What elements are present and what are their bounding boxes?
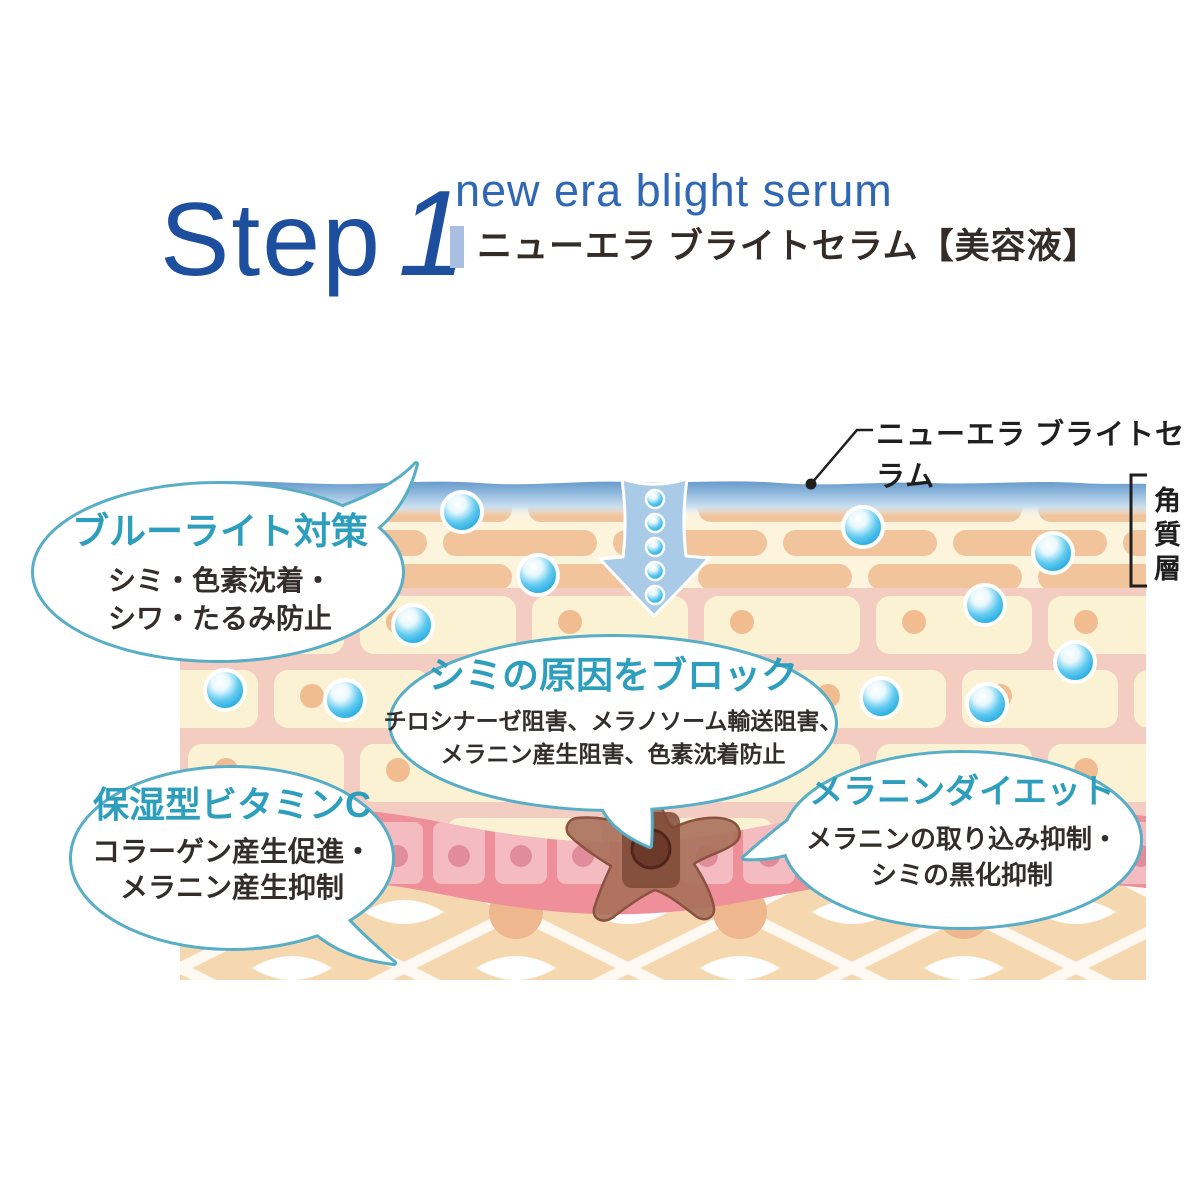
bubble-line: シミの黒化抑制 — [870, 860, 1053, 891]
speech-bubble-bluelight — [31, 461, 419, 663]
arrow-particle — [644, 560, 666, 582]
serum-particle — [516, 553, 560, 597]
arrow-particle — [644, 512, 666, 534]
product-title-jp: ニューエラ ブライトセラム【美容液】 — [450, 226, 1099, 268]
speech-bubble-vitaminc — [69, 765, 397, 966]
serum-particle — [391, 603, 435, 647]
speech-bubble-melanin-diet — [741, 750, 1143, 930]
bubble-block-text: シミの原因をブロック チロシナーゼ阻害、メラノソーム輸送阻害、 メラニン産生阻害… — [373, 655, 853, 771]
bubble-line: チロシナーゼ阻害、メラノソーム輸送阻害、 — [383, 707, 843, 734]
speech-bubble-block — [388, 634, 838, 849]
serum-particle — [963, 583, 1007, 627]
bubble-title: 保湿型ビタミンC — [93, 784, 371, 825]
stratum-corneum-bracket — [1129, 473, 1147, 588]
bubble-title: ブルーライト対策 — [72, 511, 368, 552]
serum-particle — [440, 490, 484, 534]
bubble-line: シワ・たるみ防止 — [107, 602, 332, 634]
bubble-line: メラニン産生抑制 — [119, 872, 344, 904]
bubble-body: チロシナーゼ阻害、メラノソーム輸送阻害、 メラニン産生阻害、色素沈着防止 — [373, 705, 853, 771]
serum-surface-label: ニューエラ ブライトセラム — [876, 419, 1186, 493]
serum-particles — [203, 490, 1097, 726]
arrow-particle — [644, 488, 666, 510]
arrow-particle — [644, 584, 666, 606]
bubble-melanin-diet-text: メラニンダイエット メラニンの取り込み抑制・ シミの黒化抑制 — [777, 773, 1147, 893]
serum-particle — [859, 676, 903, 720]
bubble-bluelight-text: ブルーライト対策 シミ・色素沈着・ シワ・たるみ防止 — [48, 511, 392, 638]
bubble-title: シミの原因をブロック — [428, 655, 798, 696]
serum-particle — [203, 668, 247, 712]
bubble-vitaminc-text: 保湿型ビタミンC コラーゲン産生促進・ メラニン産生抑制 — [62, 784, 402, 906]
product-name-en: new era blight serum — [455, 165, 893, 216]
serum-particle — [965, 682, 1009, 726]
stratum-corneum-label: 角質層 — [1150, 486, 1180, 588]
bubble-body: メラニンの取り込み抑制・ シミの黒化抑制 — [777, 821, 1147, 893]
bubble-body: コラーゲン産生促進・ メラニン産生抑制 — [62, 834, 402, 906]
arrow-particle — [644, 536, 666, 558]
serum-particle — [323, 678, 367, 722]
bubble-line: コラーゲン産生促進・ — [91, 836, 372, 868]
bubble-line: シミ・色素沈着・ — [107, 564, 332, 596]
bubble-line: メラニンの取り込み抑制・ — [805, 824, 1118, 855]
title-accent-bar — [450, 226, 464, 268]
bubble-title: メラニンダイエット — [809, 773, 1115, 811]
bubble-line: メラニン産生阻害、色素沈着防止 — [440, 740, 786, 767]
step-word: Step — [160, 182, 382, 298]
surface-label-leader-line — [805, 428, 873, 490]
product-name-jp: ニューエラ ブライトセラム【美容液】 — [477, 226, 1099, 266]
penetration-arrow — [598, 477, 711, 618]
serum-particle — [841, 505, 885, 549]
bubble-body: シミ・色素沈着・ シワ・たるみ防止 — [48, 562, 392, 638]
serum-particle — [1031, 531, 1075, 575]
serum-particle — [1053, 640, 1097, 684]
